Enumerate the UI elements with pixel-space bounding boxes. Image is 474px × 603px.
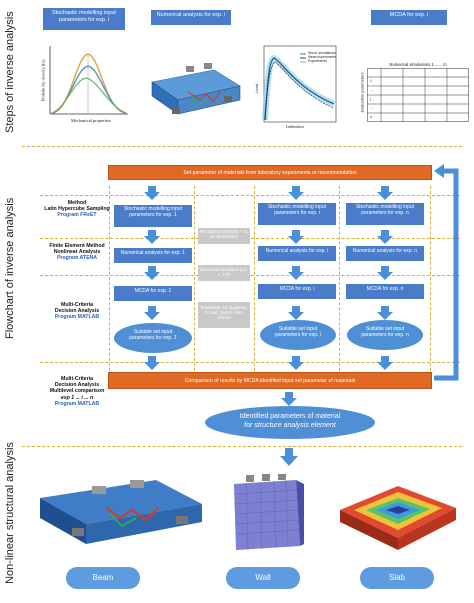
grey-set-input-box: Set input parameters ~ 4x, 40 'simulatio… — [198, 228, 250, 244]
flow-grid-row — [40, 238, 460, 239]
col2-suitable-ellipse: Suitable set input parameters for exp. i — [260, 320, 336, 350]
beam-model-figure — [151, 63, 241, 115]
method-label-line2: Latin Hypercube Sampling — [44, 206, 110, 213]
set-parameters-bar: Set parameter of materials from laborato… — [108, 165, 432, 180]
evaluation-table — [367, 68, 469, 122]
method-label-line2: Nonlinear Analysis — [53, 249, 101, 256]
table-row-1: 1 — [370, 79, 372, 83]
load-deflection-figure — [262, 45, 337, 123]
slab-label: Slab — [360, 567, 434, 589]
wall-structure-image — [233, 474, 304, 551]
method-label-program: Program FReET — [57, 212, 97, 219]
col1-numerical-box: Numerical analysis for exp. 1 — [114, 248, 192, 263]
method-label-line3: Multilevel comparison — [49, 388, 105, 395]
pdf-curves-figure — [49, 46, 128, 115]
col3-stoch-box: Stochastic modelling input parameters fo… — [346, 203, 424, 225]
col2-stoch-box: Stochastic modelling input parameters fo… — [258, 203, 336, 225]
col1-mcda-box: MCDA for exp. 1 — [114, 286, 192, 301]
method-label-program: Program ATENA — [56, 255, 98, 262]
table-row-5: n — [370, 115, 372, 119]
top-mcda-box: MCDA for exp. i — [371, 10, 447, 25]
col1-suitable-text: Suitable set input parameters for exp. 1 — [129, 329, 177, 341]
ld-xlabel: Deflection — [286, 124, 304, 129]
flow-grid-col — [254, 186, 255, 376]
flow-grid-row — [40, 275, 460, 276]
col3-suitable-ellipse: Suitable set input parameters for exp. n — [347, 320, 423, 350]
beam-structure-image — [40, 480, 202, 544]
table-row-4: ... — [370, 106, 373, 110]
feedback-loop-arrow — [434, 164, 459, 381]
comparison-bar: Comparison of results by MCDA identified… — [108, 372, 432, 389]
ld-legend-3: Experiments — [308, 59, 327, 63]
method-label-multilevel: Multi-Criteria Decision Analysis Multile… — [38, 376, 116, 407]
col2-mcda-box: MCDA for exp. i — [258, 284, 336, 299]
slab-structure-image — [340, 486, 456, 550]
table-row-2: ... — [370, 88, 373, 92]
identified-line1: Identified parameters of material — [239, 413, 341, 420]
identified-parameters-ellipse: Identified parameters of material for st… — [205, 406, 375, 439]
top-numerical-box: Numerical analysis for exp. i — [151, 10, 231, 25]
col2-suitable-text: Suitable set input parameters for exp. i — [275, 326, 321, 338]
divider-steps-flow — [22, 146, 462, 147]
method-label-mcda: Multi-Criteria Decision Analysis Program… — [42, 302, 112, 321]
method-label-program: Program MATLAB — [54, 400, 100, 407]
grey-evaluation-box: Evaluation: LD diagrams, F, load, cracks… — [198, 302, 250, 328]
method-label-line1: Finite Element Method — [49, 243, 105, 249]
flow-grid-col — [109, 186, 110, 376]
method-label-line4: exp 1 ... i ... n — [60, 394, 94, 401]
method-label-line1: Multi-Criteria — [61, 302, 93, 308]
method-label-line1: Method — [67, 200, 87, 206]
table-title: Numerical simulations 1 ...... m — [389, 62, 447, 67]
col1-suitable-ellipse: Suitable set input parameters for exp. 1 — [114, 323, 192, 353]
flow-grid-row — [40, 362, 460, 363]
table-row-3: j — [370, 97, 371, 101]
pdf-xlabel: Mechanical properties — [70, 118, 112, 123]
col3-numerical-box: Numerical analysis for exp. n — [346, 246, 424, 261]
col3-mcda-box: MCDA for exp. n — [346, 284, 424, 299]
method-label-lhs: Method Latin Hypercube Sampling Program … — [42, 200, 112, 219]
method-label-fem: Finite Element Method Nonlinear Analysis… — [42, 243, 112, 262]
identified-line2: for structure analysis element — [244, 422, 336, 429]
beam-label: Beam — [66, 567, 140, 589]
ld-legend-1: Stoch. simulations — [308, 51, 336, 55]
method-label-line1: Multi-Criteria — [61, 376, 93, 382]
col2-numerical-box: Numerical analysis for exp. i — [258, 246, 336, 261]
ld-legend-2: Mean experiments — [308, 55, 336, 59]
flow-grid-col — [339, 186, 340, 376]
method-label-program: Program MATLAB — [54, 314, 100, 321]
wall-label: Wall — [226, 567, 300, 589]
method-label-line2: Decision Analysis — [54, 308, 100, 315]
divider-flow-structural — [22, 446, 462, 447]
col3-suitable-text: Suitable set input parameters for exp. n — [361, 326, 409, 338]
grey-numerical-sim-box: Numerical simulation (LC, c, 5 P) — [198, 265, 250, 281]
method-label-line2: Decision Analysis — [54, 382, 100, 389]
top-stochastic-box: Stochastic modelling input parameters fo… — [43, 8, 125, 30]
flow-grid-col — [194, 186, 195, 376]
flow-grid-col — [430, 186, 431, 376]
flow-grid-row — [40, 195, 460, 196]
col1-stoch-box: Stochastic modelling input parameters fo… — [114, 205, 192, 227]
